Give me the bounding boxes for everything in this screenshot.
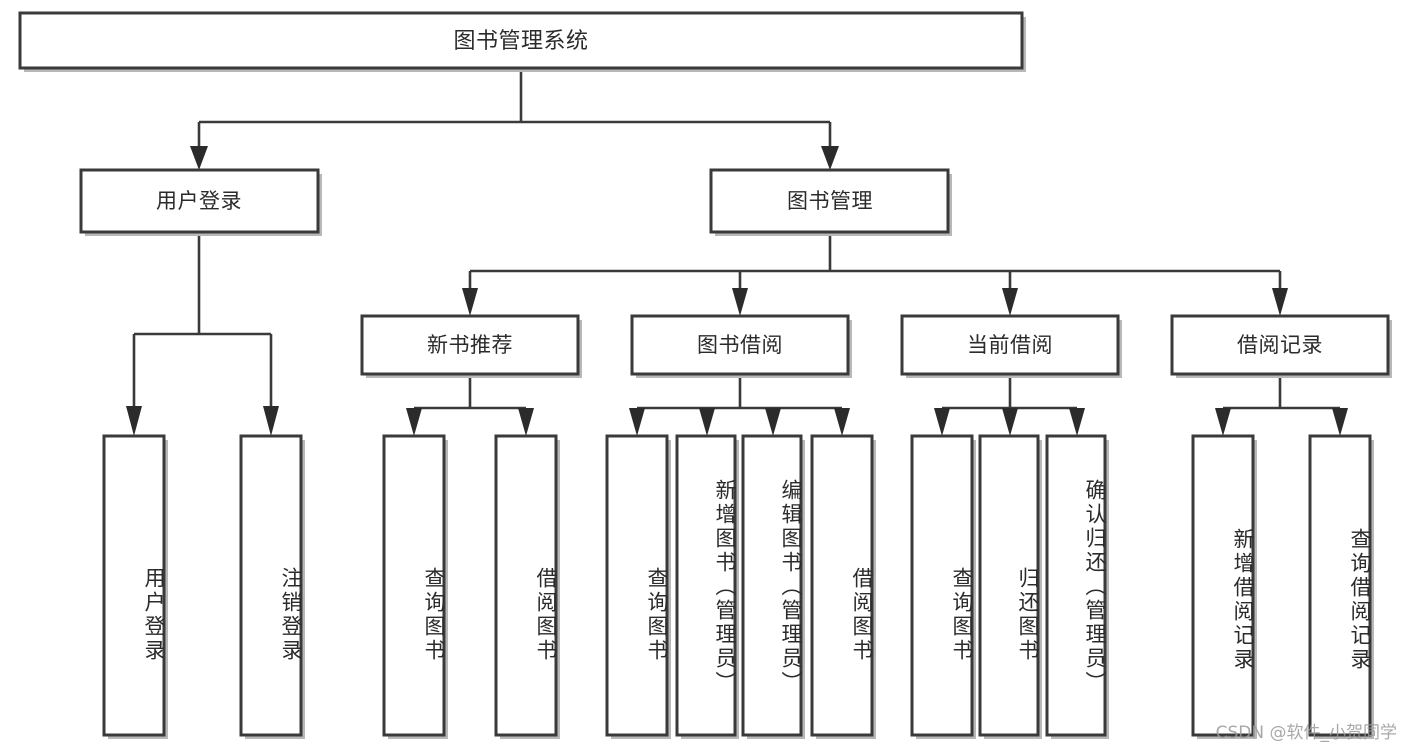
- leaf-query-record-box: [1308, 434, 1372, 737]
- leaf-query-book-1-box: [382, 434, 446, 737]
- node-current-borrow[interactable]: 当前借阅: [900, 314, 1122, 378]
- node-leaf-edit-book[interactable]: [741, 434, 805, 739]
- node-user-login[interactable]: 用户登录: [79, 168, 322, 236]
- book-manage-box: [709, 168, 950, 234]
- current-borrow-label: 当前借阅: [967, 333, 1053, 357]
- leaf-boxes-layer: [102, 434, 1374, 739]
- node-leaf-logout[interactable]: [239, 434, 305, 739]
- arrowhead-leaf-user-login: [126, 406, 142, 436]
- root-box: [18, 11, 1024, 70]
- arrowhead-leaf-return-book: [1002, 408, 1018, 436]
- arrowhead-leaf-logout: [263, 406, 279, 436]
- node-leaf-user-login[interactable]: [102, 434, 168, 739]
- new-book-rec-box: [360, 314, 580, 376]
- node-book-manage[interactable]: 图书管理: [709, 168, 952, 236]
- arrowhead-leaf-confirm-return: [1069, 408, 1085, 436]
- node-leaf-query-book-2[interactable]: [605, 434, 671, 739]
- arrowhead-leaf-query-record: [1332, 408, 1348, 436]
- node-leaf-add-record[interactable]: [1191, 434, 1257, 739]
- node-leaf-query-record[interactable]: [1308, 434, 1374, 739]
- book-manage-label: 图书管理: [787, 189, 873, 213]
- leaf-query-book-3-box: [910, 434, 974, 737]
- user-login-label: 用户登录: [156, 189, 242, 213]
- current-borrow-box: [900, 314, 1120, 376]
- arrowhead-leaf-borrow-book-1: [518, 408, 534, 436]
- arrowhead-leaf-query-book-1: [406, 408, 422, 436]
- user-login-box: [79, 168, 320, 234]
- arrowhead-borrow-record: [1272, 288, 1288, 316]
- arrowhead-book-borrow: [732, 288, 748, 316]
- book-borrow-box: [630, 314, 850, 376]
- leaf-query-book-2-box: [605, 434, 669, 737]
- leaf-confirm-return-box: [1045, 434, 1107, 737]
- root-label: 图书管理系统: [453, 29, 588, 54]
- node-leaf-borrow-book-1[interactable]: [494, 434, 560, 739]
- arrowhead-leaf-add-record: [1215, 408, 1231, 436]
- leaf-edit-book-box: [741, 434, 803, 737]
- arrowhead-book-manage: [821, 146, 839, 170]
- node-new-book-rec[interactable]: 新书推荐: [360, 314, 582, 378]
- arrowhead-user-login: [190, 146, 208, 170]
- arrowhead-leaf-add-book: [699, 408, 715, 436]
- node-leaf-return-book[interactable]: [978, 434, 1042, 739]
- book-borrow-label: 图书借阅: [697, 333, 783, 357]
- arrowhead-leaf-query-book-3: [934, 408, 950, 436]
- node-leaf-query-book-1[interactable]: [382, 434, 448, 739]
- leaf-borrow-book-2-box: [810, 434, 874, 737]
- borrow-record-label: 借阅记录: [1237, 333, 1323, 357]
- new-book-rec-label: 新书推荐: [427, 333, 513, 357]
- node-book-borrow[interactable]: 图书借阅: [630, 314, 852, 378]
- node-leaf-query-book-3[interactable]: [910, 434, 976, 739]
- node-borrow-record[interactable]: 借阅记录: [1170, 314, 1392, 378]
- node-leaf-borrow-book-2[interactable]: [810, 434, 876, 739]
- node-leaf-add-book[interactable]: [675, 434, 739, 739]
- borrow-record-box: [1170, 314, 1390, 376]
- arrowhead-leaf-edit-book: [765, 408, 781, 436]
- leaf-return-book-box: [978, 434, 1040, 737]
- arrowhead-leaf-borrow-book-2: [834, 408, 850, 436]
- leaf-add-book-box: [675, 434, 737, 737]
- node-leaf-confirm-return[interactable]: [1045, 434, 1109, 739]
- arrowhead-leaf-query-book-2: [629, 408, 645, 436]
- leaf-logout-box: [239, 434, 303, 737]
- csdn-watermark: CSDN @软件_小贺同学: [1215, 723, 1397, 743]
- leaf-user-login-box: [102, 434, 166, 737]
- connector-layer: [126, 68, 1348, 436]
- leaf-add-record-box: [1191, 434, 1255, 737]
- arrowhead-new-book-rec: [462, 288, 478, 316]
- leaf-borrow-book-1-box: [494, 434, 558, 737]
- node-root[interactable]: 图书管理系统: [18, 11, 1026, 72]
- arrowhead-current-borrow: [1002, 288, 1018, 316]
